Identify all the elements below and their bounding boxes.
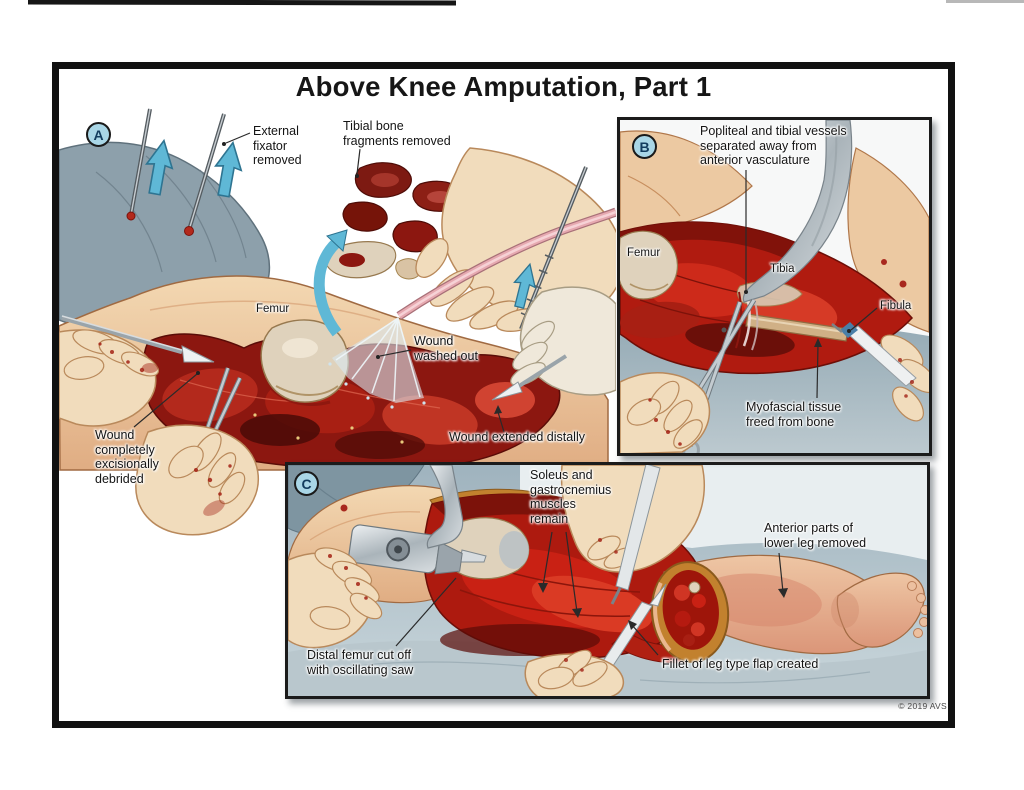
panel-b-frame bbox=[617, 117, 932, 456]
curved-removal-arrow-icon bbox=[313, 229, 348, 337]
leader-lines bbox=[133, 132, 878, 656]
irrigation-tube bbox=[396, 207, 616, 320]
scalpel bbox=[514, 354, 568, 390]
hand-b-left bbox=[620, 372, 711, 454]
label-external-fixator: External fixator removed bbox=[253, 124, 302, 167]
panel-c-badge: C bbox=[294, 471, 319, 496]
panel-a-art bbox=[59, 108, 616, 536]
fixator-pin bbox=[126, 108, 226, 236]
forceps-hand bbox=[135, 367, 259, 536]
surgeon-hand-irrigating bbox=[415, 147, 616, 332]
label-femur-b: Femur bbox=[627, 247, 661, 259]
page-title: Above Knee Amputation, Part 1 bbox=[295, 71, 712, 102]
panel-c-frame bbox=[285, 462, 930, 699]
marking-pen bbox=[615, 465, 661, 591]
femur-bone bbox=[260, 319, 349, 406]
label-tibia: Tibia bbox=[770, 263, 795, 275]
bent-retractor bbox=[426, 465, 464, 549]
foot bbox=[836, 572, 925, 648]
label-wound-washed: Wound washed out bbox=[414, 334, 478, 363]
label-wound-debrided: Wound completely excisionally debrided bbox=[95, 428, 159, 486]
label-soleus: Soleus and gastrocnemius muscles remain bbox=[530, 468, 612, 526]
fibula-bone bbox=[745, 313, 849, 342]
femur-bone-b bbox=[620, 230, 678, 300]
label-fibula: Fibula bbox=[880, 300, 912, 312]
copyright-text: © 2019 AVS bbox=[898, 701, 947, 711]
electrocautery-pen-hand bbox=[831, 322, 929, 422]
panel-b-art bbox=[620, 120, 929, 454]
label-wound-extended: Wound extended distally bbox=[449, 430, 585, 444]
panel-a-badge: A bbox=[86, 122, 111, 147]
panel-b-badge: B bbox=[632, 134, 657, 159]
label-femur-a: Femur bbox=[256, 303, 290, 315]
gloved-hand-scalpel bbox=[491, 286, 616, 401]
oscillating-saw bbox=[348, 524, 487, 575]
label-myofascial: Myofascial tissue freed from bone bbox=[746, 400, 842, 429]
saw-hand bbox=[288, 547, 383, 649]
label-distal-femur: Distal femur cut off with oscillating sa… bbox=[307, 648, 414, 677]
illustration-frame bbox=[52, 62, 955, 728]
marking-hand bbox=[560, 465, 705, 605]
label-anterior: Anterior parts of lower leg removed bbox=[764, 521, 867, 550]
retractor bbox=[742, 120, 853, 303]
label-fillet: Fillet of leg type flap created bbox=[662, 657, 819, 671]
label-popliteal: Popliteal and tibial vessels separated a… bbox=[700, 124, 847, 167]
cut-end-of-leg bbox=[650, 561, 730, 663]
femur-bone-c bbox=[441, 517, 530, 580]
scan-artifact-top-right bbox=[946, 0, 1024, 3]
label-tibial-fragments: Tibial bone fragments removed bbox=[343, 119, 451, 148]
debriding-hand-scalpel bbox=[59, 315, 215, 427]
panel-c-art bbox=[288, 465, 927, 696]
